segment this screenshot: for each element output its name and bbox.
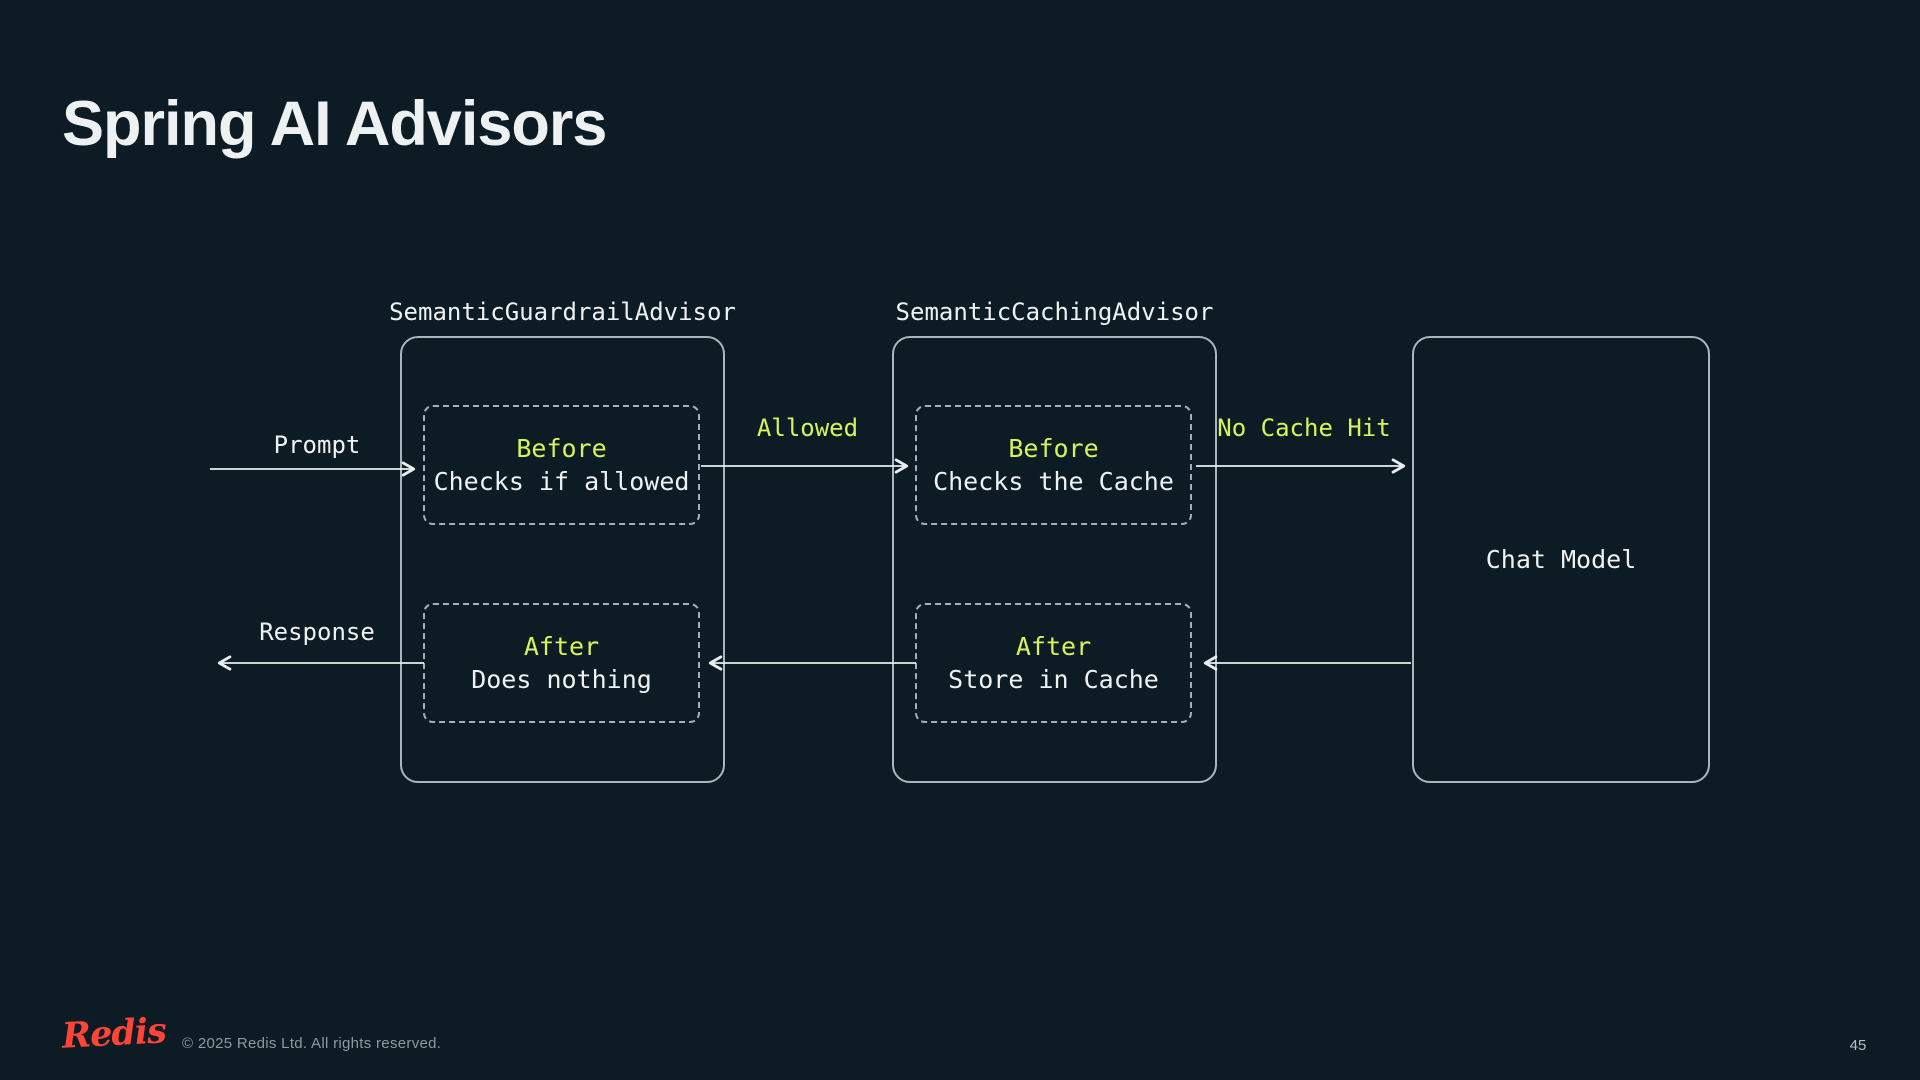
advisor-1-after-desc: Does nothing xyxy=(471,665,652,694)
advisor-2-after-box: After Store in Cache xyxy=(915,603,1192,723)
page-number: 45 xyxy=(1849,1037,1867,1054)
redis-logo: Redis xyxy=(60,1010,167,1057)
advisor-1-after-box: After Does nothing xyxy=(423,603,700,723)
chat-model-box: Chat Model xyxy=(1412,336,1710,783)
prompt-arrow-label: Prompt xyxy=(273,431,361,459)
advisor-1-before-box: Before Checks if allowed xyxy=(423,405,700,525)
advisor-2-before-title: Before xyxy=(1008,434,1099,463)
no-cache-hit-arrow-label: No Cache Hit xyxy=(1217,414,1391,442)
advisor-1-box xyxy=(400,336,725,783)
advisor-2-after-title: After xyxy=(1015,632,1092,661)
advisor-1-label: SemanticGuardrailAdvisor xyxy=(389,298,736,326)
advisor-2-before-box: Before Checks the Cache xyxy=(915,405,1192,525)
allowed-arrow-label: Allowed xyxy=(756,414,859,442)
chat-model-label: Chat Model xyxy=(1485,545,1637,574)
response-arrow-label: Response xyxy=(259,618,375,646)
advisor-1-before-title: Before xyxy=(516,434,607,463)
advisor-2-before-desc: Checks the Cache xyxy=(933,467,1174,496)
page-title: Spring AI Advisors xyxy=(62,89,607,159)
footer-copyright: © 2025 Redis Ltd. All rights reserved. xyxy=(182,1035,442,1052)
advisor-2-label: SemanticCachingAdvisor xyxy=(895,298,1214,326)
advisor-1-after-title: After xyxy=(523,632,600,661)
advisor-1-before-desc: Checks if allowed xyxy=(433,467,690,496)
advisor-2-after-desc: Store in Cache xyxy=(948,665,1159,694)
advisor-2-box xyxy=(892,336,1217,783)
